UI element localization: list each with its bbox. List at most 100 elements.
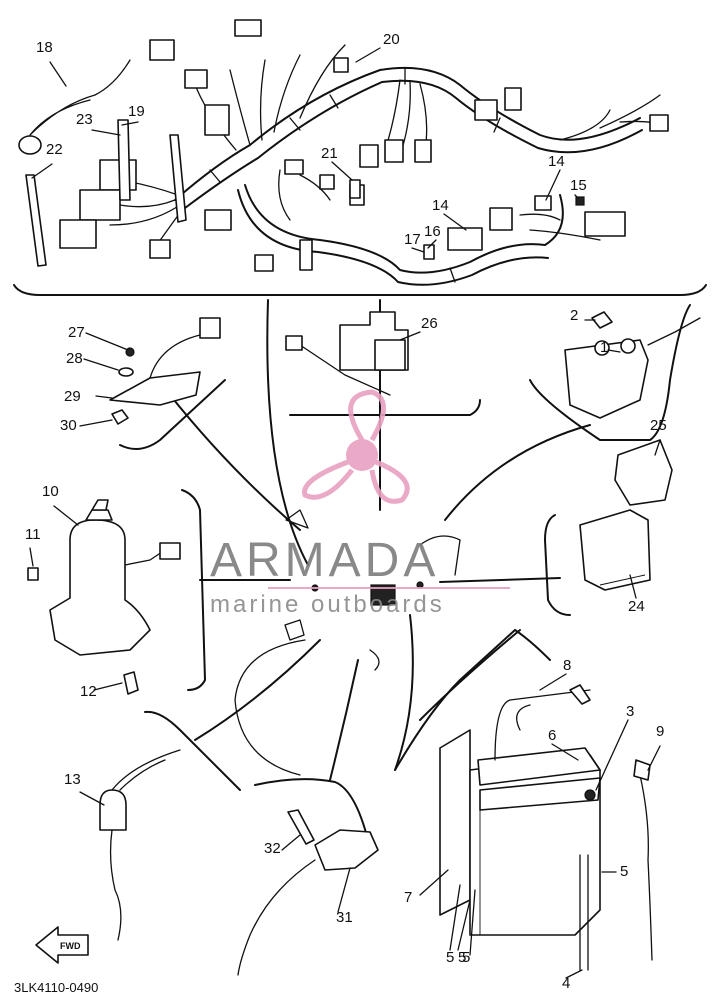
leader-battery xyxy=(394,614,414,771)
part-13-body xyxy=(99,789,127,831)
part-26-lead xyxy=(299,344,391,396)
center-loop-left xyxy=(234,639,306,776)
callout-leader-6 xyxy=(551,743,579,761)
part-10-connector xyxy=(159,542,181,560)
callout-leader-8 xyxy=(539,673,567,691)
callout-13: 13 xyxy=(64,771,81,788)
part-24 xyxy=(579,509,651,591)
connector-inner-2 xyxy=(319,174,335,190)
part-10-key-slot xyxy=(85,509,113,521)
fwd-label: FWD xyxy=(60,941,81,951)
center-bracket-a xyxy=(285,509,309,529)
leader-harness-left xyxy=(266,299,309,566)
connector-right-3 xyxy=(649,114,669,132)
connector-right-1 xyxy=(474,99,498,121)
part-21-holder xyxy=(349,179,361,199)
watermark-brand: ARMADA xyxy=(210,534,439,587)
callout-leader-5 xyxy=(449,884,461,951)
connector-lower-5 xyxy=(489,207,513,231)
callout-leader-29 xyxy=(95,395,113,399)
part-13 xyxy=(99,749,181,941)
part-3-terminal xyxy=(584,789,596,801)
harness-loop-outer xyxy=(237,189,549,286)
callout-16: 16 xyxy=(424,223,441,240)
callout-leader-18 xyxy=(49,61,67,87)
callout-18: 18 xyxy=(36,39,53,56)
connector-lower-8 xyxy=(149,239,171,259)
propeller-blade-left xyxy=(302,459,354,500)
callout-leader-9 xyxy=(647,745,661,771)
part-4-tube xyxy=(579,854,589,971)
parts-1-2-25 xyxy=(564,311,701,506)
connector-mid-2 xyxy=(384,139,404,163)
part-1-lead xyxy=(647,317,701,346)
leader-cover xyxy=(439,577,561,583)
callout-leader-24 xyxy=(629,574,637,599)
harness-bracket-line xyxy=(13,284,707,296)
callout-14: 14 xyxy=(548,153,565,170)
part-11-cap xyxy=(27,567,39,581)
connector-lower-6 xyxy=(584,211,626,237)
callout-leader-11 xyxy=(29,547,34,567)
callout-1: 1 xyxy=(600,339,608,356)
callout-5: 5 xyxy=(462,949,470,966)
leader-battery-right xyxy=(419,629,521,721)
part-10-key xyxy=(91,499,109,511)
callout-2: 2 xyxy=(570,307,578,324)
harness-top-branch xyxy=(194,44,346,151)
part-10-switch-body xyxy=(49,519,151,656)
callout-12: 12 xyxy=(80,683,97,700)
part-30-connector xyxy=(199,317,221,339)
parts-10-12 xyxy=(27,499,181,695)
callout-leader-23 xyxy=(91,129,121,136)
callout-5: 5 xyxy=(458,949,466,966)
connector-block-c xyxy=(59,219,97,249)
callout-leader-21 xyxy=(331,161,353,181)
center-hook xyxy=(419,535,461,576)
armada-watermark: ARMADA marine outboards xyxy=(210,389,510,618)
part-31-switch xyxy=(314,829,379,871)
callout-leader-25 xyxy=(654,439,661,456)
callout-leader-3 xyxy=(595,719,629,791)
connector-lower-2 xyxy=(254,254,274,272)
part-battery-top xyxy=(477,747,601,786)
bracket-13 xyxy=(144,710,241,791)
callout-leader-17 xyxy=(411,247,425,253)
callout-leader-14 xyxy=(545,169,561,201)
connector-mid-1 xyxy=(359,144,379,168)
propeller-blade-right xyxy=(369,459,410,504)
harness-connectors xyxy=(59,19,669,272)
callout-29: 29 xyxy=(64,388,81,405)
center-bracket-b xyxy=(284,619,305,641)
connector-inner-1 xyxy=(284,159,304,175)
part-28-washer xyxy=(118,367,134,377)
harness-left-branch xyxy=(109,179,183,256)
callout-leader-4 xyxy=(565,969,583,979)
callout-25: 25 xyxy=(650,417,667,434)
callout-23: 23 xyxy=(76,111,93,128)
callout-5: 5 xyxy=(446,949,454,966)
connector-block-b xyxy=(79,189,121,221)
part-25-relay xyxy=(614,439,673,506)
part-23-clamp xyxy=(117,119,131,201)
leader-neutral-switch xyxy=(329,659,359,781)
leader-bracket xyxy=(169,394,301,531)
callout-11: 11 xyxy=(25,526,41,543)
callout-leader-16 xyxy=(427,239,437,249)
watermark-tagline: marine outboards xyxy=(210,591,445,618)
callout-leader-13 xyxy=(79,791,105,806)
connector-mid-3 xyxy=(414,139,432,163)
part-18-grommet xyxy=(18,135,42,155)
callout-leader-5 xyxy=(457,899,471,951)
callout-9: 9 xyxy=(656,723,664,740)
connector-lower-7 xyxy=(534,195,552,211)
callout-leader-10 xyxy=(53,505,79,526)
center-relay xyxy=(370,584,396,606)
callout-leader-7 xyxy=(419,869,449,896)
callout-8: 8 xyxy=(563,657,571,674)
callout-22: 22 xyxy=(46,141,63,158)
bracket-battery-2 xyxy=(514,629,551,661)
connector-top-4 xyxy=(234,19,262,37)
part-10-lead xyxy=(124,549,166,566)
